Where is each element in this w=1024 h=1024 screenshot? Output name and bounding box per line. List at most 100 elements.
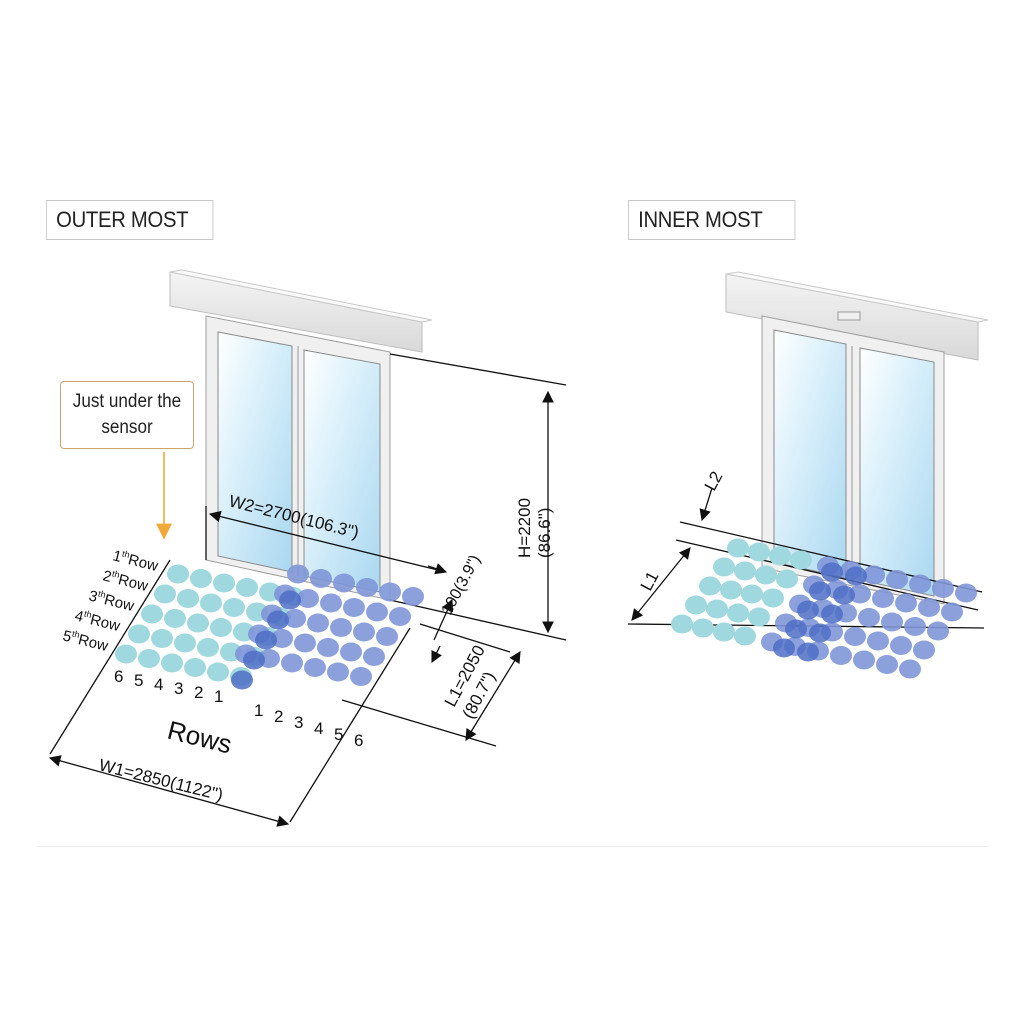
outer-dot-dark xyxy=(376,627,398,646)
outer-dot-dark xyxy=(317,638,339,657)
outer-dot-overlap xyxy=(279,590,301,610)
inner-dot-dark xyxy=(941,602,963,622)
inner-dot-dark xyxy=(872,589,894,608)
outer-dot-light xyxy=(197,638,219,657)
outer-dot-light xyxy=(223,598,245,617)
inner-dot-light xyxy=(748,542,770,562)
dim-h: H=2200 xyxy=(515,498,534,558)
column-number-left: 2 xyxy=(194,683,203,702)
inner-sensor-icon xyxy=(837,311,861,321)
inner-dot-dark xyxy=(886,570,908,589)
outer-dimensions xyxy=(48,353,567,827)
row-label-1: 1thRow xyxy=(111,546,160,575)
outer-dot-light xyxy=(138,649,160,668)
inner-dot-overlap xyxy=(809,623,831,643)
outer-dot-dark xyxy=(297,589,319,608)
inner-dot-dark xyxy=(895,593,917,613)
inner-dot-light xyxy=(734,561,756,581)
outer-dot-dark xyxy=(294,633,316,653)
outer-dot-light xyxy=(200,593,222,613)
column-number-right: 5 xyxy=(334,725,343,744)
outer-dot-light xyxy=(190,569,212,588)
inner-dot-dark xyxy=(913,640,935,660)
inner-dot-light xyxy=(692,618,714,638)
inner-dot-light xyxy=(769,546,791,566)
outer-detection-pattern xyxy=(115,564,424,690)
inner-dot-overlap xyxy=(821,562,843,582)
inner-dot-light xyxy=(671,614,693,634)
column-number-left: 6 xyxy=(114,667,123,686)
inner-dot-dark xyxy=(849,584,871,604)
inner-dot-dark xyxy=(955,583,977,603)
outer-dot-light xyxy=(128,624,150,644)
inner-dot-light xyxy=(713,622,735,642)
outer-dot-dark xyxy=(333,573,355,593)
inner-dot-light xyxy=(685,595,707,615)
inner-dot-light xyxy=(727,603,749,623)
inner-glass-left xyxy=(773,329,847,579)
inner-dot-light xyxy=(741,584,763,604)
inner-dot-overlap xyxy=(833,585,855,605)
inner-dot-dark xyxy=(927,621,949,641)
column-number-right: 3 xyxy=(294,713,303,732)
dim-h-inch: (86.6") xyxy=(535,508,554,558)
outer-dot-dark xyxy=(330,618,352,637)
inner-dot-overlap xyxy=(821,604,843,624)
outer-dot-light xyxy=(187,613,209,633)
inner-dot-dark xyxy=(876,655,898,674)
outer-dot-overlap xyxy=(255,630,277,650)
inner-dot-light xyxy=(776,569,798,589)
outer-glass-left xyxy=(217,331,293,573)
row-label-4: 4thRow xyxy=(73,606,122,635)
row-label-3: 3thRow xyxy=(87,586,136,615)
outer-dot-dark xyxy=(363,647,385,666)
outer-glass-right xyxy=(303,349,381,593)
column-number-left: 3 xyxy=(174,679,183,698)
inner-dot-dark xyxy=(830,646,852,665)
column-number-right: 4 xyxy=(314,719,323,738)
callout-line-2: sensor xyxy=(101,417,153,438)
inner-dot-light xyxy=(699,576,721,596)
inner-glass-right xyxy=(859,347,935,597)
inner-dot-overlap xyxy=(797,600,819,620)
rows-title: Rows xyxy=(165,715,235,760)
inner-dot-dark xyxy=(853,650,875,670)
inner-dot-overlap xyxy=(773,638,795,658)
ground-line xyxy=(38,846,988,847)
inner-door xyxy=(725,271,989,605)
outer-dot-light xyxy=(141,604,163,624)
inner-dot-overlap xyxy=(785,619,807,639)
outer-dot-dark xyxy=(340,642,362,662)
column-number-left: 4 xyxy=(154,675,163,694)
outer-dot-light xyxy=(164,609,186,628)
inner-dot-light xyxy=(720,580,742,600)
outer-dot-dark xyxy=(327,662,349,682)
inner-dot-dark xyxy=(863,565,885,585)
outer-row-labels: 1thRow 2thRow 3thRow 4thRow 5thRow xyxy=(61,546,160,655)
inner-dot-dark xyxy=(867,631,889,651)
column-number-left: 5 xyxy=(134,671,143,690)
outer-dot-dark xyxy=(379,582,401,602)
outer-dot-light xyxy=(174,633,196,653)
dim-l2: L2 xyxy=(701,468,727,494)
outer-dot-dark xyxy=(284,609,306,628)
inner-dot-dark xyxy=(890,636,912,655)
outer-dot-light xyxy=(161,653,183,673)
outer-dot-light xyxy=(115,644,137,664)
column-number-left: 1 xyxy=(214,687,223,706)
outer-dot-dark xyxy=(281,653,303,673)
inner-dot-light xyxy=(755,565,777,585)
outer-dot-light xyxy=(167,564,189,584)
outer-dot-dark xyxy=(304,658,326,677)
inner-dot-dark xyxy=(899,659,921,679)
column-number-right: 1 xyxy=(254,701,263,720)
row-label-2: 2thRow xyxy=(101,566,150,595)
outer-dot-dark xyxy=(356,578,378,597)
inner-dot-light xyxy=(790,550,812,570)
inner-dot-overlap xyxy=(797,642,819,662)
callout-line-1: Just under the xyxy=(72,391,182,412)
inner-dot-light xyxy=(713,557,735,577)
inner-dot-dark xyxy=(932,579,954,598)
